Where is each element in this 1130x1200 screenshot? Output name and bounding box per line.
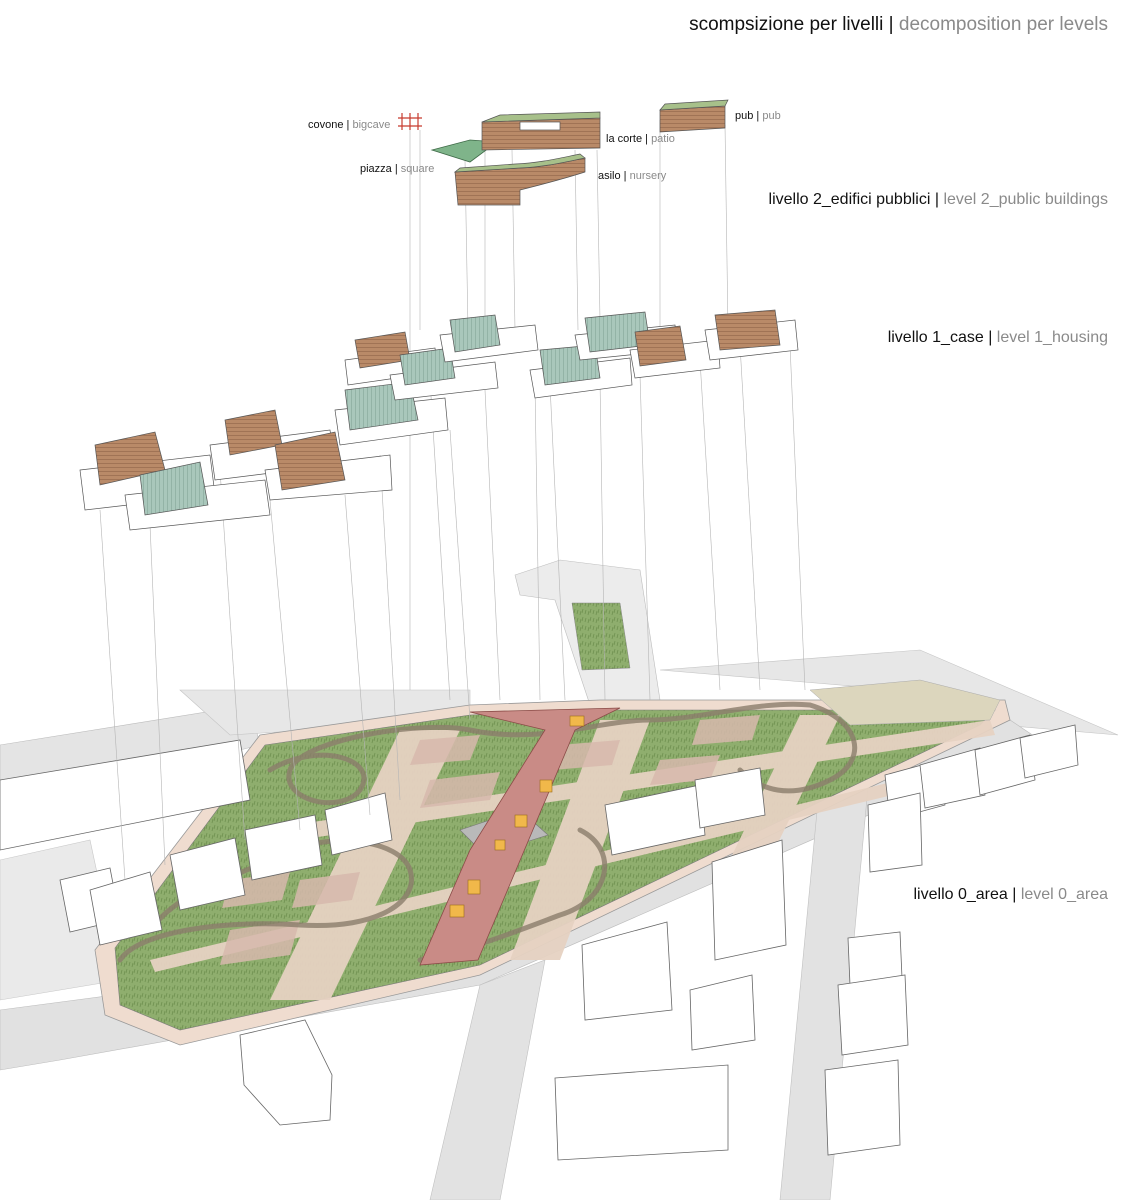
level-2-label: livello 2_edifici pubblici | level 2_pub… bbox=[768, 191, 1108, 208]
level-0-site bbox=[0, 559, 1119, 1200]
road-south bbox=[429, 959, 546, 1200]
level-1-label: livello 1_case | level 1_housing bbox=[887, 329, 1108, 346]
house-unit bbox=[704, 309, 799, 361]
covone-structure bbox=[398, 113, 422, 130]
asilo-building bbox=[453, 153, 586, 206]
spur-grass bbox=[571, 602, 631, 671]
level-0-label: livello 0_area | level 0_area bbox=[913, 886, 1109, 903]
house-unit bbox=[439, 314, 539, 363]
house-unit bbox=[389, 347, 499, 401]
house-unit bbox=[629, 325, 721, 379]
house-unit bbox=[264, 431, 393, 501]
piazza-label: piazza | square bbox=[360, 163, 435, 175]
covone-label: covone | bigcave bbox=[308, 119, 391, 131]
terrace-east bbox=[809, 679, 1001, 726]
title-separator: | bbox=[888, 14, 894, 35]
pub-label: pub | pub bbox=[735, 110, 781, 122]
level-1-housing bbox=[79, 309, 799, 531]
la-corte-label: la corte | patio bbox=[606, 133, 675, 145]
title-italian: scompsizione per livelli bbox=[689, 14, 884, 35]
site-buildings bbox=[0, 724, 1079, 1161]
asilo-label: asilo | nursery bbox=[598, 170, 667, 182]
la-corte-building bbox=[481, 111, 601, 151]
title-english: decomposition per levels bbox=[898, 14, 1108, 35]
page-title: scompsizione per livelli | decomposition… bbox=[689, 14, 1108, 36]
red-bridge bbox=[419, 707, 621, 966]
bridge-benches bbox=[449, 715, 585, 918]
house-unit bbox=[124, 461, 271, 531]
pub-building bbox=[659, 99, 729, 133]
level-2-public-buildings bbox=[398, 99, 729, 206]
